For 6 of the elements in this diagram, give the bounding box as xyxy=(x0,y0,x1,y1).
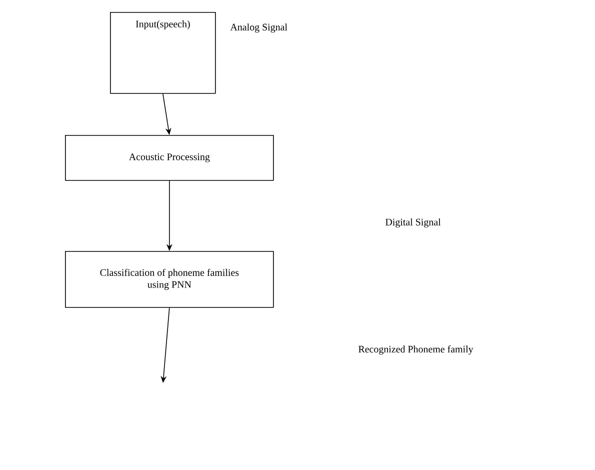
signal-label: Analog Signal xyxy=(230,23,288,33)
process-box: Acoustic Processing xyxy=(65,135,274,181)
process-box: Input(speech) xyxy=(110,12,216,94)
signal-label: Recognized Phoneme family xyxy=(358,345,474,355)
process-box: Classification of phoneme families using PNN xyxy=(65,251,274,308)
signal-label: Digital Signal xyxy=(385,218,441,228)
